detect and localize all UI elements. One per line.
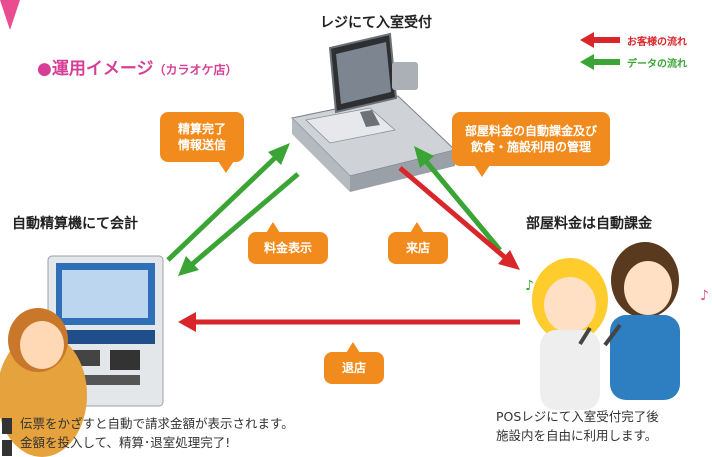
- pos-note-line1: POSレジにて入室受付完了後: [496, 409, 659, 424]
- bubble-arrival: 来店: [388, 222, 448, 264]
- red-arrow-register-to-room: [398, 166, 520, 270]
- green-arrow-register-to-kiosk: [178, 172, 300, 276]
- bubble-settlement-line2: 情報送信: [177, 138, 226, 152]
- kiosk-label: 自動精算機にて会計: [12, 216, 138, 232]
- bubble-management: 部屋料金の自動課金及び 飲食・施設利用の管理: [452, 112, 610, 177]
- pos-note-line2: 施設内を自由に利用します。: [496, 428, 658, 444]
- pos-note: POSレジにて入室受付完了後 施設内を自由に利用します。: [496, 407, 659, 446]
- kiosk-note: 伝票をかざすと自動で請求金額が表示されます。 金額を投入して、精算･退室処理完了…: [20, 414, 294, 453]
- legend-red-arrow: [580, 32, 620, 48]
- bubble-settlement: 精算完了 情報送信: [160, 112, 244, 173]
- title-sub: （カラオケ店）: [153, 63, 238, 77]
- kiosk-note-line2: 金額を投入して、精算･退室処理完了!: [20, 435, 231, 451]
- corner-accent: [0, 0, 20, 30]
- green-arrow-kiosk-to-register: [166, 143, 290, 262]
- legend-customer-flow: お客様の流れ: [627, 37, 687, 48]
- svg-text:♪: ♪: [525, 278, 534, 294]
- legend-data-flow: データの流れ: [627, 59, 687, 70]
- bubble-management-line2: 飲食・施設利用の管理: [470, 140, 591, 154]
- legend-green-arrow: [580, 54, 620, 70]
- receipt-icon: [2, 418, 12, 456]
- kiosk-note-line1: 伝票をかざすと自動で請求金額が表示されます。: [20, 416, 294, 431]
- bubble-management-line1: 部屋料金の自動課金及び: [464, 123, 597, 138]
- bubble-departure: 退店: [324, 342, 384, 384]
- svg-text:♪: ♪: [700, 288, 709, 304]
- title-main: ●運用イメージ: [37, 59, 154, 79]
- clerk-illustration: [0, 308, 87, 457]
- bubble-fee-display: 料金表示: [248, 222, 328, 264]
- room-label: 部屋料金は自動課金: [526, 216, 652, 232]
- page-title: ●運用イメージ（カラオケ店）: [37, 54, 238, 79]
- bubble-settlement-line1: 精算完了: [177, 121, 226, 136]
- register-label: レジにて入室受付: [320, 15, 432, 31]
- green-arrow-room-to-register: [414, 146, 502, 252]
- red-arrow-room-to-kiosk: [178, 312, 520, 332]
- karaoke-couple-illustration: ♪ ♪: [525, 242, 709, 410]
- pos-register-illustration: [290, 32, 457, 192]
